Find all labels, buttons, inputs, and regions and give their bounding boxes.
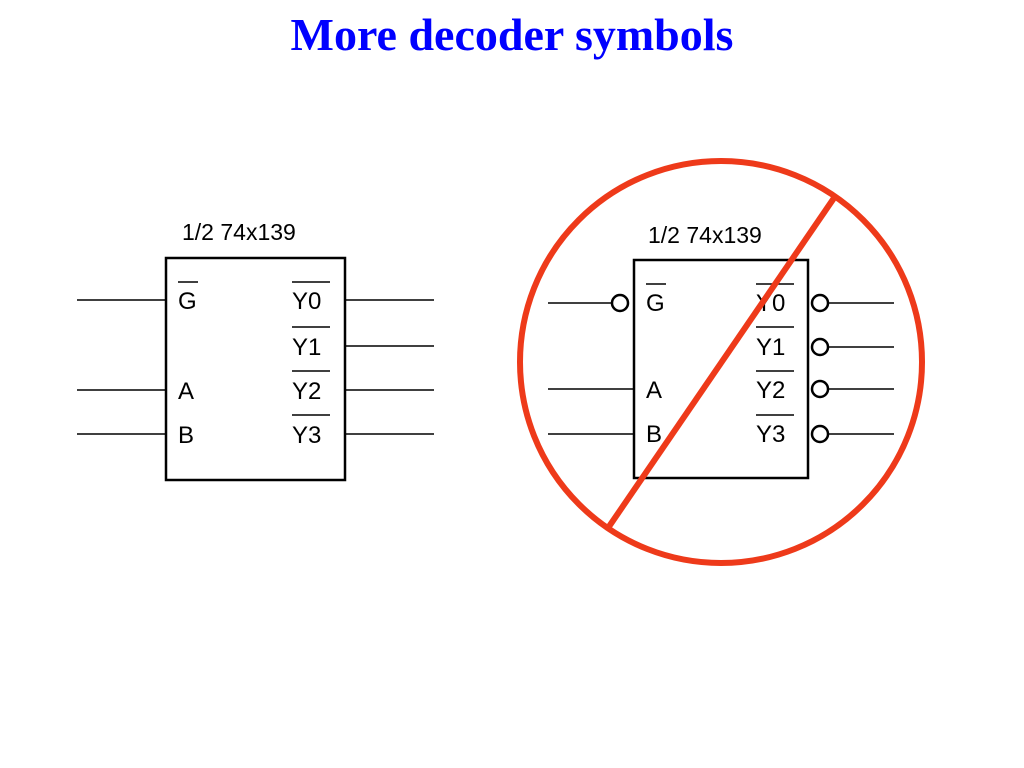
right-output-label-y3: Y3	[756, 421, 785, 448]
left-input-label-a: A	[178, 378, 194, 405]
prohibition-sign	[517, 158, 925, 566]
right-inversion-bubble-g	[610, 293, 630, 313]
right-inversion-bubble-y1	[810, 337, 830, 357]
prohibition-circle	[517, 158, 925, 566]
left-input-label-b: B	[178, 422, 194, 449]
right-inversion-bubble-y2	[810, 379, 830, 399]
right-input-label-b: B	[646, 421, 662, 448]
right-chip-body	[632, 258, 810, 480]
left-output-label-y0: Y0	[292, 288, 321, 315]
right-inversion-bubble-y3	[810, 424, 830, 444]
right-chip-caption: 1/2 74x139	[648, 222, 762, 248]
right-input-label-g: G	[646, 290, 665, 317]
prohibition-slash	[605, 196, 837, 530]
right-output-label-y2: Y2	[756, 377, 785, 404]
page-title: More decoder symbols	[290, 9, 734, 60]
right-decoder-symbol: 1/2 74x139 G A B Y0 Y1 Y2 Y3	[548, 222, 894, 480]
left-chip-body	[164, 256, 347, 482]
left-output-label-y2: Y2	[292, 378, 321, 405]
left-chip-caption: 1/2 74x139	[182, 219, 296, 245]
left-output-label-y3: Y3	[292, 422, 321, 449]
left-output-label-y1: Y1	[292, 334, 321, 361]
right-input-label-a: A	[646, 377, 662, 404]
right-output-label-y1: Y1	[756, 334, 785, 361]
right-inversion-bubble-y0	[810, 293, 830, 313]
left-decoder-symbol: 1/2 74x139 G A B Y0 Y1 Y2 Y3	[77, 219, 434, 482]
left-input-label-g: G	[178, 288, 197, 315]
